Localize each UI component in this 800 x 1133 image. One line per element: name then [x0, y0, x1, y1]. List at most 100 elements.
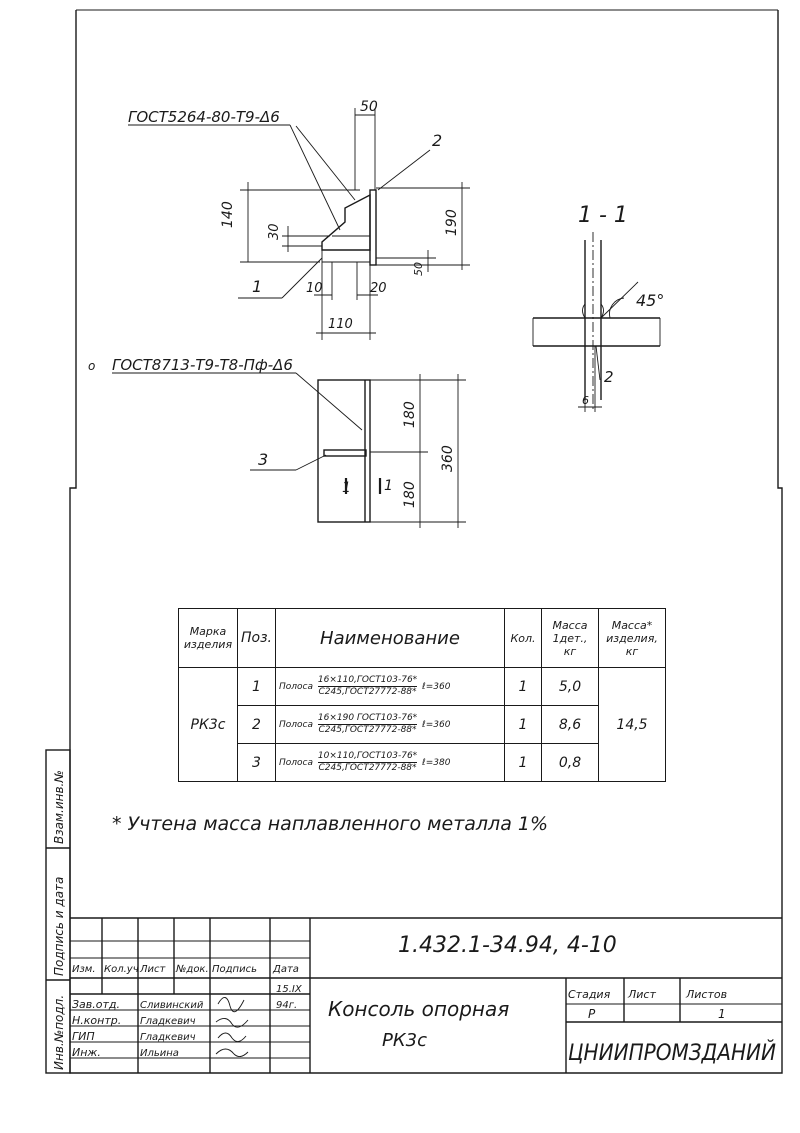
- name-cell: Полоса 16×190 ГОСТ103-76* С245,ГОСТ27772…: [275, 705, 505, 744]
- section-title: 1 - 1: [578, 203, 628, 228]
- section-view: 1 - 1 45° 2 6: [532, 203, 664, 412]
- dim-180-bottom: 180: [402, 481, 418, 508]
- mass-cell: 5,0: [541, 667, 599, 706]
- dim-180-top: 180: [402, 401, 418, 428]
- section-mark-left: 1: [342, 480, 351, 496]
- stamp-replaced-inv: Взам.инв.№: [52, 770, 66, 844]
- length: ℓ=380: [422, 758, 451, 768]
- org-name: ЦНИИПРОМЗДАНИЙ: [568, 1040, 776, 1066]
- dim-190: 190: [444, 209, 460, 236]
- angle-45: 45°: [636, 291, 664, 310]
- hdr-list: Лист: [139, 964, 167, 975]
- title-line-1: Консоль опорная: [328, 997, 509, 1021]
- dim-360: 360: [440, 445, 456, 472]
- dim-50-top: 50: [360, 99, 378, 115]
- weld-note-top: ГОСТ5264-80-Т9-Δ6: [128, 108, 280, 126]
- dim-110: 110: [328, 317, 353, 332]
- pos-cell: 1: [237, 667, 276, 706]
- sheets-value: 1: [718, 1007, 726, 1021]
- mark-cell: РК3с: [178, 667, 238, 782]
- name-cell: Полоса 16×110,ГОСТ103-76* С245,ГОСТ27772…: [275, 667, 505, 706]
- hdr-sign: Подпись: [212, 964, 257, 975]
- fraction-top: 10×110,ГОСТ103-76*: [317, 751, 418, 763]
- total-mass-cell: 14,5: [598, 667, 666, 782]
- name-4: Ильина: [140, 1048, 179, 1059]
- mass-cell: 0,8: [541, 743, 599, 782]
- fraction-bottom: С245,ГОСТ27772-88*: [318, 687, 417, 697]
- name-prefix: Полоса: [279, 758, 313, 768]
- hdr-pos: Поз.: [237, 608, 276, 668]
- doc-code: 1.432.1-34.94, 4-10: [398, 933, 617, 958]
- title-block: Изм. Кол.уч Лист №док. Подпись Дата Зав.…: [70, 917, 782, 1073]
- stamp-signature-date: Подпись и дата: [52, 877, 66, 976]
- pos-cell: 2: [237, 705, 276, 744]
- dim-140: 140: [220, 201, 236, 228]
- fraction-bottom: С245,ГОСТ27772-88*: [318, 725, 417, 735]
- table-row: РК3с 1 Полоса 16×110,ГОСТ103-76* С245,ГО…: [178, 667, 666, 782]
- hdr-qty: Кол.: [504, 608, 542, 668]
- hdr-mark: Марка изделия: [178, 608, 238, 668]
- qty-cell: 1: [504, 743, 542, 782]
- sheets-label: Листов: [685, 988, 727, 1001]
- callout-1: 1: [252, 277, 262, 296]
- specification-table: Марка изделия Поз. Наименование Кол. Мас…: [178, 608, 666, 782]
- stage-value: Р: [588, 1007, 596, 1021]
- title-line-2: РК3с: [382, 1030, 427, 1051]
- role-eng: Инж.: [72, 1046, 101, 1059]
- name-prefix: Полоса: [279, 720, 313, 730]
- sheet-frame: [69, 10, 783, 1074]
- section-mark-right: 1: [384, 478, 393, 494]
- table-row: 2 Полоса 16×190 ГОСТ103-76* С245,ГОСТ277…: [179, 705, 666, 744]
- side-stamp: Инв.№подл. Подпись и дата Взам.инв.№: [45, 749, 71, 1074]
- name-cell: Полоса 10×110,ГОСТ103-76* С245,ГОСТ27772…: [275, 743, 505, 782]
- date-year: 94г.: [276, 1000, 297, 1011]
- stamp-inv-original: Инв.№подл.: [52, 995, 66, 1070]
- stage-label: Стадия: [568, 988, 611, 1001]
- dim-50-small: 50: [412, 262, 425, 276]
- role-head: Зав.отд.: [72, 998, 120, 1011]
- weld-note-middle: ГОСТ8713-Т9-Т8-Пф-Δ6: [112, 356, 293, 374]
- role-norm: Н.контр.: [72, 1014, 121, 1027]
- hdr-mass-total: Масса* изделия, кг: [598, 608, 666, 668]
- dim-10: 10: [306, 281, 323, 296]
- hdr-kol: Кол.уч: [104, 964, 139, 975]
- fraction-top: 16×110,ГОСТ103-76*: [317, 675, 418, 687]
- date-day: 15.IX: [276, 984, 303, 995]
- name-fraction: 10×110,ГОСТ103-76* С245,ГОСТ27772-88*: [317, 751, 418, 774]
- dim-6: 6: [582, 394, 589, 407]
- table-header-row: Марка изделия Поз. Наименование Кол. Мас…: [178, 608, 666, 668]
- mass-note: * Учтена масса наплавленного металла 1%: [112, 813, 548, 835]
- pos-cell: 3: [237, 743, 276, 782]
- section-callout-2: 2: [604, 368, 614, 386]
- hdr-doc: №док.: [175, 964, 209, 975]
- hdr-name: Наименование: [275, 608, 505, 668]
- hdr-date: Дата: [272, 964, 299, 975]
- dim-30: 30: [267, 223, 282, 240]
- name-3: Гладкевич: [140, 1032, 196, 1043]
- hdr-mass-one: Масса 1дет., кг: [541, 608, 599, 668]
- callout-2: 2: [432, 131, 442, 150]
- sheet-label: Лист: [627, 988, 656, 1001]
- elevation-view: ГОСТ5264-80-Т9-Δ6 50 2 140 30 190: [128, 99, 470, 340]
- dim-20: 20: [370, 281, 387, 296]
- signatures: [215, 997, 249, 1057]
- hdr-izm: Изм.: [72, 964, 96, 975]
- qty-cell: 1: [504, 667, 542, 706]
- length: ℓ=360: [422, 720, 451, 730]
- role-gip: ГИП: [72, 1030, 95, 1043]
- name-fraction: 16×110,ГОСТ103-76* С245,ГОСТ27772-88*: [317, 675, 418, 698]
- name-2: Гладкевич: [140, 1016, 196, 1027]
- name-fraction: 16×190 ГОСТ103-76* С245,ГОСТ27772-88*: [317, 713, 418, 736]
- weld-circle-mark: о: [88, 359, 95, 373]
- fraction-top: 16×190 ГОСТ103-76*: [317, 713, 418, 725]
- table-row: 3 Полоса 10×110,ГОСТ103-76* С245,ГОСТ277…: [179, 743, 666, 782]
- callout-3: 3: [258, 450, 268, 469]
- name-prefix: Полоса: [279, 682, 313, 692]
- name-1: Сливинский: [140, 1000, 204, 1011]
- fraction-bottom: С245,ГОСТ27772-88*: [318, 763, 417, 773]
- length: ℓ=360: [422, 682, 451, 692]
- qty-cell: 1: [504, 705, 542, 744]
- mass-cell: 8,6: [541, 705, 599, 744]
